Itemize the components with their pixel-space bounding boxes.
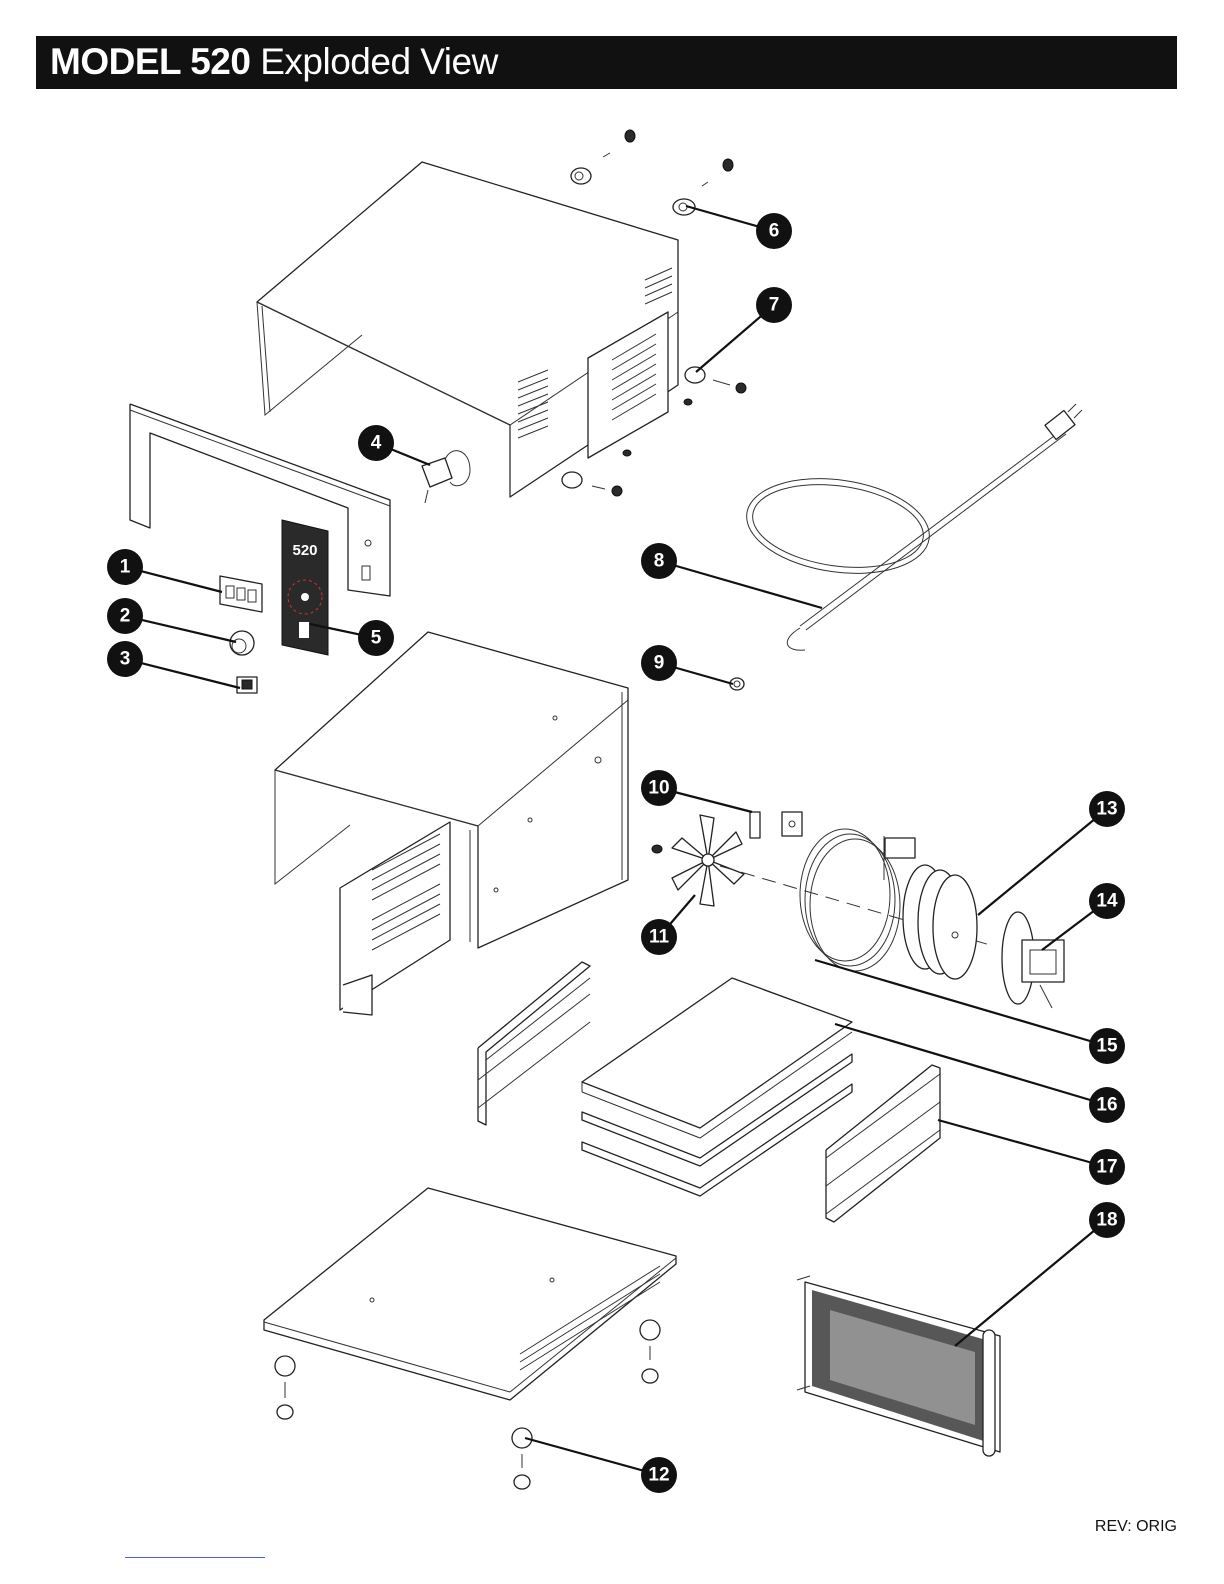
callout-1: 1 [107,549,143,585]
callout-11: 11 [641,919,677,955]
callout-4: 4 [358,425,394,461]
callout-5: 5 [358,620,394,656]
svg-text:1: 1 [120,557,131,578]
front-frame [130,404,390,596]
callout-7: 7 [756,287,792,323]
knob [230,631,254,655]
svg-text:9: 9 [654,653,665,674]
svg-text:16: 16 [1096,1095,1117,1116]
top-cover [257,162,678,497]
callout-17: 17 [1089,1149,1125,1185]
heating-element [800,829,915,971]
callout-18: 18 [1089,1202,1125,1238]
svg-text:7: 7 [769,295,780,316]
timer [220,576,262,612]
power-cord [740,404,1082,650]
svg-text:12: 12 [648,1465,669,1486]
control-panel: 520 [282,520,328,655]
callout-13: 13 [1089,791,1125,827]
base-plate [264,1188,676,1400]
callout-15: 15 [1089,1028,1125,1064]
thermostat [422,451,470,503]
svg-text:10: 10 [648,778,669,799]
footer-link[interactable] [125,1557,265,1558]
oven-cavity [275,632,628,1015]
oven-racks [582,978,852,1196]
svg-text:2: 2 [120,606,131,627]
svg-text:3: 3 [120,649,131,670]
right-rack-rail [826,1065,940,1222]
svg-text:5: 5 [371,628,382,649]
callout-16: 16 [1089,1087,1125,1123]
svg-text:6: 6 [769,221,780,242]
rocker-switch [237,677,257,693]
left-rack-rail [478,962,590,1125]
svg-text:14: 14 [1096,891,1118,912]
callout-8: 8 [641,543,677,579]
svg-text:15: 15 [1096,1036,1118,1057]
svg-text:11: 11 [649,927,670,948]
svg-text:17: 17 [1096,1157,1117,1178]
svg-text:18: 18 [1096,1210,1117,1231]
callout-6: 6 [756,213,792,249]
svg-text:4: 4 [371,433,382,454]
hi-limit-switch [750,812,802,838]
oven-door [797,1276,1000,1456]
panel-logo: 520 [292,542,317,559]
callout-3: 3 [107,641,143,677]
callout-12: 12 [641,1457,677,1493]
baffle-plates [903,865,977,979]
callout-14: 14 [1089,883,1125,919]
callout-2: 2 [107,598,143,634]
revision-label: REV: ORIG [1095,1518,1177,1536]
callout-9: 9 [641,645,677,681]
svg-text:8: 8 [654,551,665,572]
svg-text:13: 13 [1096,799,1117,820]
callout-10: 10 [641,770,677,806]
fan-motor [1002,912,1064,1008]
top-feet [571,130,733,215]
